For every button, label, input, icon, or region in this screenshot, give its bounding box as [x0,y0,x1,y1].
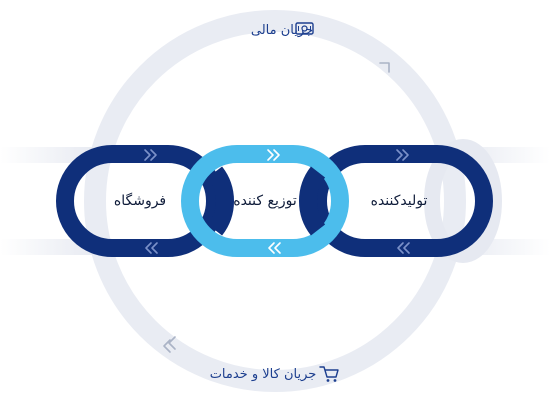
cart-icon [319,366,339,382]
link-label-producer: تولیدکننده [371,193,428,209]
interlock-right-overlap [299,166,326,236]
ring-label-goods-flow: جریان کالا و خدمات [210,367,317,382]
link-label-distributor: توزیع کننده [233,193,297,209]
chain-link-store [56,145,224,257]
ring-arrow-bottom-left [163,336,176,353]
chevrons-left-bottom [145,242,158,254]
link-label-store: فروشگاه [114,192,166,209]
chain-link-distributor [181,145,349,257]
fade-link-right [424,139,502,263]
chevrons-right-top [396,149,409,161]
chevrons-left-top [144,149,157,161]
chevrons-mid-bottom [268,242,281,254]
ring-arrow-top-right [379,62,390,73]
interlock-left-overlap [207,166,234,236]
money-icon [295,22,314,35]
cycle-ring [84,10,466,392]
chevrons-right-bottom [397,242,410,254]
chevrons-mid-top [267,149,280,161]
